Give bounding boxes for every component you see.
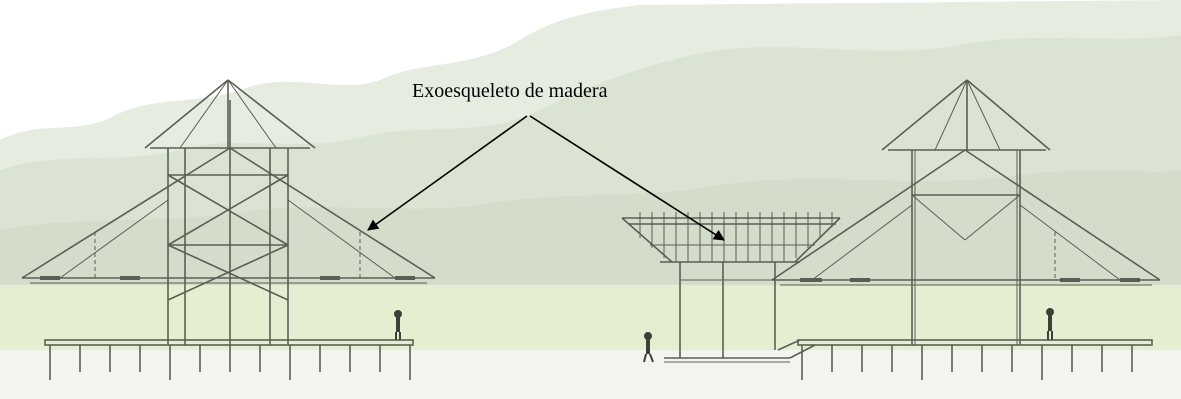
left-pavilion bbox=[21, 79, 436, 380]
annotation-label: Exoesqueleto de madera bbox=[412, 80, 608, 102]
water-band bbox=[0, 350, 1181, 399]
right-pavilion bbox=[771, 79, 1161, 380]
human-figure-left bbox=[394, 310, 402, 340]
annotation-arrows bbox=[367, 115, 725, 241]
human-figure-center bbox=[643, 332, 654, 363]
canopy-platform bbox=[621, 212, 841, 363]
grass-band bbox=[0, 285, 1181, 355]
human-figure-right bbox=[1046, 308, 1054, 340]
arrow-left bbox=[367, 115, 528, 231]
arrow-right bbox=[529, 115, 725, 241]
